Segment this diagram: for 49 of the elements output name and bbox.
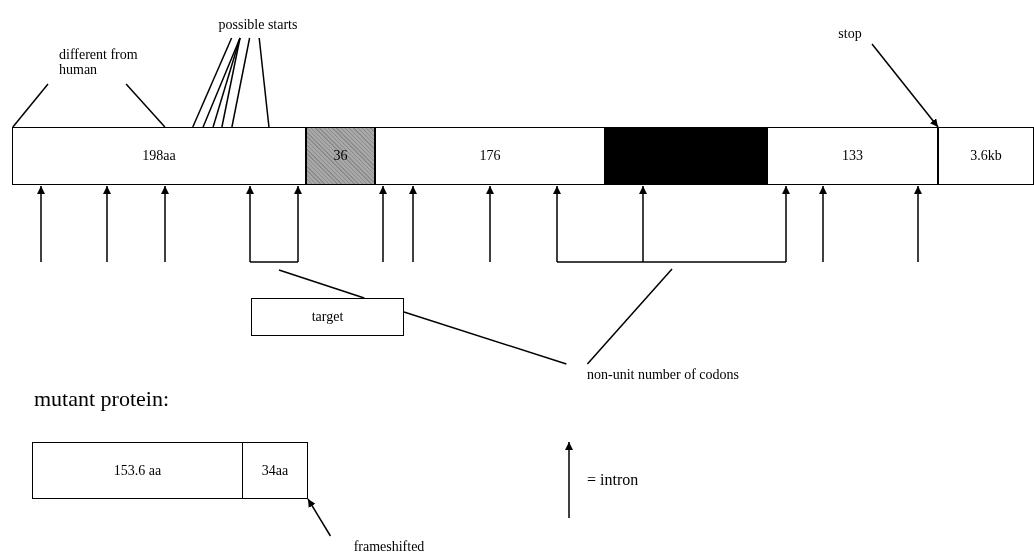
intron-arrow	[486, 185, 494, 263]
legend-text: = intron	[587, 471, 639, 489]
gene-segment	[767, 127, 938, 185]
arrow	[307, 498, 332, 537]
segment-label: 176	[479, 148, 501, 164]
segment-label: 133	[842, 148, 863, 164]
gene-segment	[938, 127, 1034, 185]
arrow	[871, 43, 939, 128]
target-box	[251, 298, 404, 336]
section-heading: mutant protein:	[34, 386, 170, 412]
gene-segment	[375, 127, 605, 185]
filled-segment	[605, 127, 767, 185]
shaded-segment	[306, 127, 375, 185]
leader-line	[278, 269, 365, 299]
intron-arrow	[37, 185, 45, 263]
leader-line	[258, 37, 270, 128]
intron-arrow	[103, 185, 111, 263]
leader-line	[12, 83, 49, 128]
leader-line	[221, 37, 241, 128]
segment-label: target	[311, 309, 344, 325]
leader-line	[586, 268, 673, 365]
annotation-text: different from human	[59, 46, 139, 78]
intron-arrow	[161, 185, 169, 263]
intron-arrow	[409, 185, 417, 263]
leader-line	[125, 83, 166, 128]
protein-segment	[242, 442, 308, 499]
intron-arrow	[246, 185, 254, 263]
annotation-text: possible starts	[218, 17, 298, 33]
segment-label: 153.6 aa	[113, 462, 162, 479]
intron-arrow	[782, 185, 790, 263]
leader-line	[231, 37, 251, 128]
intron-arrow	[294, 185, 302, 263]
annotation-text: non-unit number of codons	[587, 367, 739, 383]
protein-segment	[32, 442, 243, 499]
segment-label: 198aa	[142, 148, 176, 164]
intron-arrow	[639, 185, 647, 263]
intron-arrow	[379, 185, 387, 263]
segment-label: 3.6kb	[970, 148, 1002, 164]
intron-arrow	[914, 185, 922, 263]
annotation-text: stop	[838, 26, 862, 42]
intron-arrow	[553, 185, 561, 263]
leader-line	[212, 37, 241, 128]
annotation-text: frameshifted	[353, 539, 425, 555]
gene-segment	[12, 127, 306, 185]
leader-line	[192, 37, 233, 128]
segment-label: 34aa	[261, 462, 289, 479]
segment-label: 36	[333, 148, 348, 164]
intron-arrow	[819, 185, 827, 263]
leader-line	[403, 311, 568, 365]
